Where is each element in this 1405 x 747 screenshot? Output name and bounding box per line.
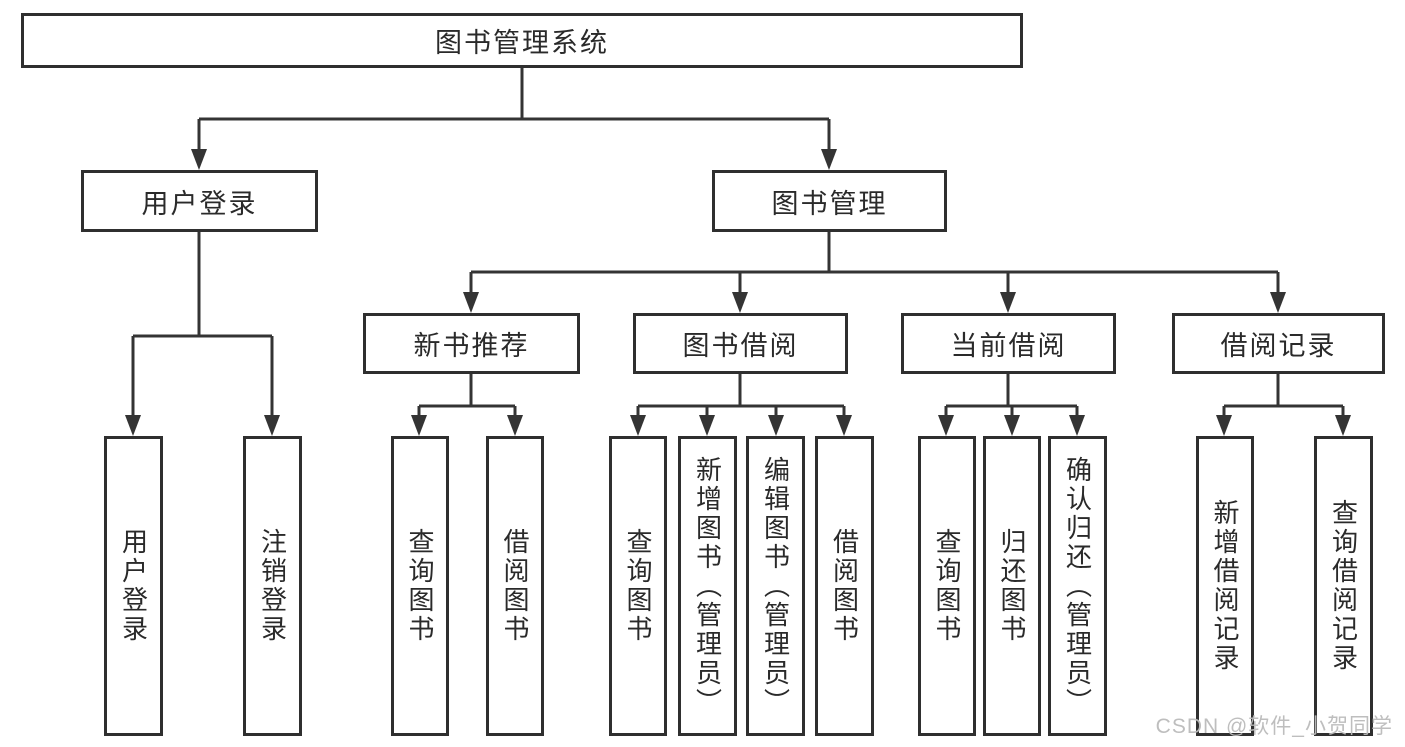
- arrowhead-leaf-query-books-1: [411, 415, 427, 436]
- csdn-watermark: CSDN @软件_小贺同学: [1155, 715, 1393, 738]
- connector-current-borrow-children: [944, 374, 1079, 416]
- arrowhead-current-borrow: [1000, 292, 1016, 313]
- leaf-query-books-1: 查询图书: [391, 436, 449, 736]
- arrowhead-borrow-records: [1270, 292, 1286, 313]
- arrowhead-leaf-query-books-3: [938, 415, 954, 436]
- arrowhead-leaf-query-borrow-record: [1335, 415, 1351, 436]
- leaf-add-borrow-record: 新增借阅记录: [1196, 436, 1254, 736]
- leaf-confirm-return-admin-label: 确认归还（管理员）: [1062, 455, 1093, 717]
- arrowhead-leaf-edit-books: [768, 415, 784, 436]
- arrowhead-book-borrow: [732, 292, 748, 313]
- leaf-borrow-books-1: 借阅图书: [486, 436, 544, 736]
- node-borrow-records: 借阅记录: [1172, 313, 1385, 374]
- arrowhead-leaf-query-books-2: [630, 415, 646, 436]
- node-new-book-rec: 新书推荐: [363, 313, 580, 374]
- leaf-query-borrow-record: 查询借阅记录: [1314, 436, 1373, 736]
- node-book-borrow: 图书借阅: [633, 313, 848, 374]
- node-user-login: 用户登录: [81, 170, 318, 232]
- arrowhead-leaf-user-login: [125, 415, 141, 436]
- leaf-confirm-return-admin: 确认归还（管理员）: [1048, 436, 1107, 736]
- connector-user-login-children: [131, 232, 274, 416]
- arrowhead-new-book-rec: [463, 292, 479, 313]
- leaf-user-login-label: 用户登录: [118, 528, 149, 644]
- leaf-query-books-3: 查询图书: [918, 436, 976, 736]
- leaf-edit-books-admin: 编辑图书（管理员）: [746, 436, 805, 736]
- arrowhead-book-mgmt: [821, 149, 837, 170]
- leaf-borrow-books-1-label: 借阅图书: [500, 528, 530, 644]
- leaf-query-books-3-label: 查询图书: [932, 528, 962, 644]
- leaf-add-books-admin: 新增图书（管理员）: [678, 436, 737, 736]
- leaf-add-books-admin-label: 新增图书（管理员）: [692, 455, 723, 717]
- arrowhead-user-login: [191, 149, 207, 170]
- connector-root-children: [197, 68, 831, 150]
- arrowhead-leaf-confirm-return: [1069, 415, 1085, 436]
- node-root: 图书管理系统: [21, 13, 1023, 68]
- leaf-query-borrow-record-label: 查询借阅记录: [1328, 499, 1359, 673]
- arrowhead-leaf-borrow-books-2: [836, 415, 852, 436]
- node-current-borrow: 当前借阅: [901, 313, 1116, 374]
- connector-new-book-rec-children: [417, 374, 517, 416]
- node-book-mgmt: 图书管理: [712, 170, 947, 232]
- leaf-borrow-books-2-label: 借阅图书: [829, 528, 860, 644]
- leaf-return-books-label: 归还图书: [997, 528, 1027, 644]
- leaf-add-borrow-record-label: 新增借阅记录: [1210, 499, 1240, 673]
- arrowhead-leaf-return-books: [1004, 415, 1020, 436]
- leaf-query-books-2: 查询图书: [609, 436, 667, 736]
- leaf-return-books: 归还图书: [983, 436, 1041, 736]
- connector-book-borrow-children: [636, 374, 846, 416]
- leaf-query-books-2-label: 查询图书: [623, 528, 653, 644]
- arrowhead-leaf-logout: [264, 415, 280, 436]
- leaf-query-books-1-label: 查询图书: [405, 528, 435, 644]
- leaf-borrow-books-2: 借阅图书: [815, 436, 874, 736]
- arrowhead-leaf-borrow-books-1: [507, 415, 523, 436]
- arrowhead-leaf-add-books: [699, 415, 715, 436]
- leaf-edit-books-admin-label: 编辑图书（管理员）: [760, 455, 791, 717]
- leaf-logout-label: 注销登录: [257, 528, 288, 644]
- arrowhead-leaf-add-borrow-record: [1216, 415, 1232, 436]
- connector-book-mgmt-children: [469, 232, 1280, 293]
- leaf-user-login: 用户登录: [104, 436, 163, 736]
- leaf-logout: 注销登录: [243, 436, 302, 736]
- connector-borrow-records-children: [1222, 374, 1345, 416]
